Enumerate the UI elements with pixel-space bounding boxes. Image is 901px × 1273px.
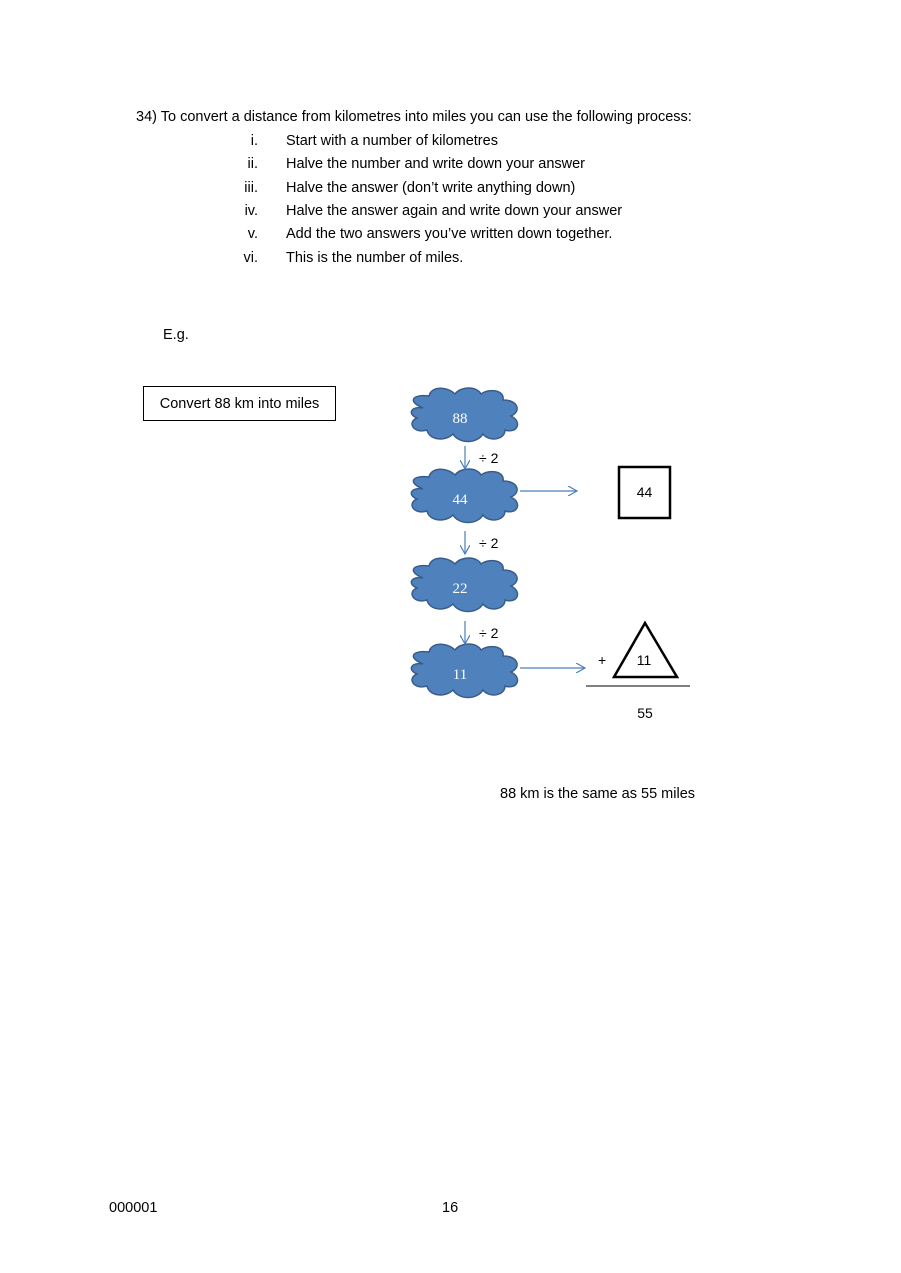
task-box: Convert 88 km into miles [143, 386, 336, 421]
step-item: i. Start with a number of kilometres [0, 133, 901, 153]
step-text: Add the two answers you’ve written down … [286, 226, 613, 242]
question-text: 34) To convert a distance from kilometre… [136, 109, 692, 125]
cloud-11: 11 [410, 643, 519, 699]
cloud-value: 88 [453, 411, 468, 427]
task-text: Convert 88 km into miles [159, 395, 320, 412]
example-label: E.g. [163, 327, 189, 343]
cloud-value: 44 [453, 492, 469, 508]
step-item: iii. Halve the answer (don’t write anyth… [0, 180, 901, 200]
footer-code: 000001 [109, 1200, 158, 1216]
step-number: iii. [244, 180, 258, 196]
triangle-shape [611, 620, 680, 679]
cloud-22: 22 [410, 557, 519, 613]
step-number: iv. [244, 203, 258, 219]
page-number: 16 [442, 1200, 459, 1216]
square-value: 44 [637, 484, 653, 500]
cloud-value: 22 [453, 581, 468, 597]
step-number: vi. [243, 250, 259, 266]
step-text: Start with a number of kilometres [286, 133, 498, 149]
step-text: Halve the number and write down your ans… [286, 156, 586, 172]
divide-label: ÷ 2 [479, 450, 499, 466]
step-item: ii. Halve the number and write down your… [0, 156, 901, 176]
step-text: Halve the answer again and write down yo… [286, 203, 623, 219]
cloud-value: 11 [453, 667, 467, 683]
sum-value: 55 [637, 705, 653, 721]
cloud-44: 44 [410, 468, 519, 524]
step-text: This is the number of miles. [286, 250, 464, 266]
step-number: i. [250, 133, 258, 149]
cloud-88: 88 [410, 387, 519, 443]
divide-label: ÷ 2 [479, 625, 499, 641]
conclusion-text: 88 km is the same as 55 miles [500, 786, 696, 802]
step-item: v. Add the two answers you’ve written do… [0, 226, 901, 246]
step-number: v. [247, 226, 258, 242]
step-item: vi. This is the number of miles. [0, 250, 901, 270]
step-number: ii. [247, 156, 258, 172]
triangle-value: 11 [637, 652, 652, 668]
square-shape [617, 465, 672, 520]
step-item: iv. Halve the answer again and write dow… [0, 203, 901, 223]
plus-sign: + [598, 652, 606, 668]
divide-label: ÷ 2 [479, 535, 499, 551]
step-text: Halve the answer (don’t write anything d… [286, 180, 576, 196]
